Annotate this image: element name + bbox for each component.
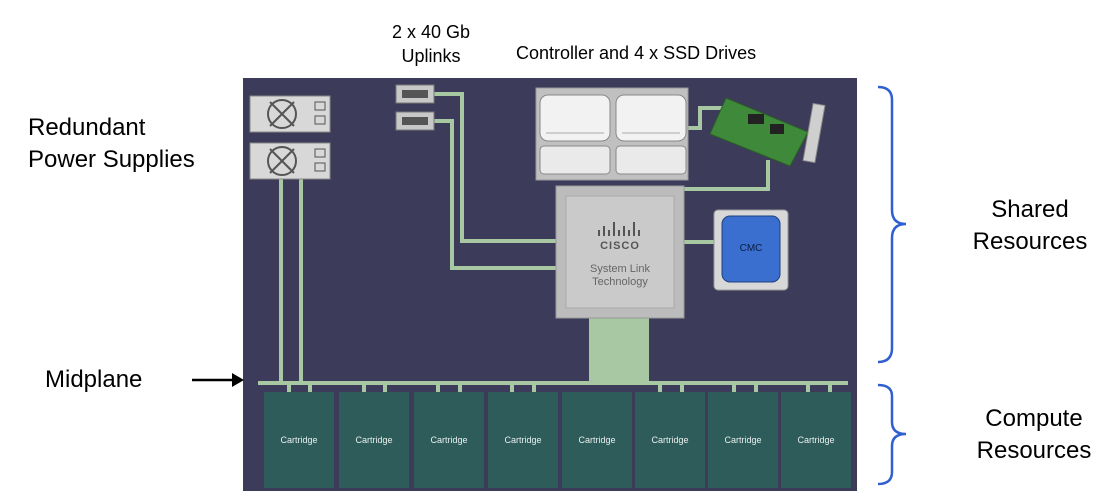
midplane-label: Midplane	[45, 366, 143, 393]
cmc-chip	[713, 209, 789, 291]
chip-line2: Technology	[592, 276, 648, 288]
cartridge-8: Cartridge	[781, 392, 851, 488]
uplinks-label: 2 x 40 Gb Uplinks	[376, 20, 486, 68]
power-supplies-label: Redundant Power Supplies	[28, 112, 195, 176]
compute-resources-brace	[877, 383, 907, 486]
uplinks-label-line1: 2 x 40 Gb	[391, 22, 471, 42]
cisco-logo-icon	[598, 222, 640, 236]
chip-line1: System Link	[590, 263, 650, 275]
cmc-label: CMC	[739, 243, 763, 254]
cartridge-1: Cartridge	[264, 392, 334, 488]
cartridge-2: Cartridge	[339, 392, 409, 488]
chip-midplane-connector	[589, 318, 649, 383]
cartridge-5: Cartridge	[562, 392, 632, 488]
shared-resources-label: Shared Resources	[960, 194, 1100, 258]
shared-resources-line2: Resources	[972, 228, 1088, 255]
power-supplies-label-line1: Redundant	[28, 114, 146, 141]
uplink-port-2	[395, 111, 435, 131]
cartridge-3: Cartridge	[414, 392, 484, 488]
uplink-port-1	[395, 84, 435, 104]
ssd-drives	[535, 87, 689, 181]
link-lines	[258, 92, 848, 392]
cartridge-4: Cartridge	[488, 392, 558, 488]
compute-resources-label: Compute Resources	[964, 403, 1104, 467]
compute-resources-line1: Compute	[985, 405, 1083, 432]
system-link-chip	[555, 185, 685, 319]
power-supply-1	[249, 95, 331, 133]
power-supplies-label-line2: Power Supplies	[28, 146, 195, 173]
midplane-arrow	[192, 373, 244, 387]
shared-resources-brace	[877, 85, 907, 364]
shared-resources-line1: Shared	[991, 196, 1069, 223]
controller-label: Controller and 4 x SSD Drives	[516, 43, 757, 63]
uplinks-label-line2: Uplinks	[401, 46, 461, 66]
controller-card	[709, 97, 826, 167]
compute-resources-line2: Resources	[976, 437, 1092, 464]
chip-brand: CISCO	[600, 240, 640, 252]
cartridge-6: Cartridge	[635, 392, 705, 488]
cartridge-7: Cartridge	[708, 392, 778, 488]
power-supply-2	[249, 142, 331, 180]
